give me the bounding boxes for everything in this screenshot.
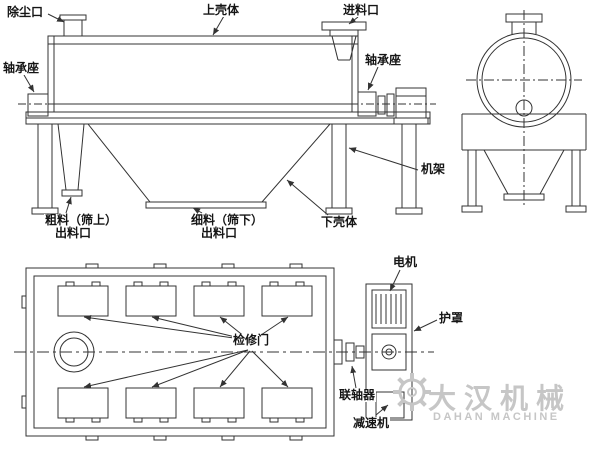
label-lower-shell: 下壳体 xyxy=(320,215,359,229)
label-fine-outlet-line1: 细料（筛下） xyxy=(191,213,264,227)
label-fine-outlet-line2: 出料口 xyxy=(201,226,238,240)
discharge-hoppers xyxy=(57,123,331,209)
drive-unit xyxy=(377,87,429,125)
top-view xyxy=(14,263,434,441)
label-guard: 护罩 xyxy=(438,311,465,325)
label-frame: 机架 xyxy=(420,162,447,176)
gear-icon xyxy=(393,373,431,411)
feed-inlet-shape xyxy=(321,21,367,61)
label-inspection-door: 检修门 xyxy=(232,333,271,347)
bearing-seats xyxy=(18,91,436,117)
label-feed-inlet: 进料口 xyxy=(342,3,381,17)
label-upper-shell: 上壳体 xyxy=(202,3,241,17)
label-dust-port: 除尘口 xyxy=(6,5,45,19)
drum-circle xyxy=(476,32,572,128)
end-feed-inlet xyxy=(505,13,543,34)
label-reducer: 减速机 xyxy=(352,416,391,430)
dust-port-shape xyxy=(59,14,87,37)
inspection-doors xyxy=(57,281,313,423)
watermark-brand-cn: 大汉机械 xyxy=(428,383,573,414)
end-housing xyxy=(461,113,587,213)
label-coarse-outlet: 粗料（筛上） 出料口 xyxy=(44,213,119,240)
label-bearing-seat-left: 轴承座 xyxy=(2,61,41,75)
watermark-brand-en: DAHAN MACHINE xyxy=(433,411,560,423)
label-coarse-outlet-line1: 粗料（筛上） xyxy=(45,213,118,227)
label-motor: 电机 xyxy=(392,255,419,269)
end-view xyxy=(461,10,587,213)
label-bearing-seat-right: 轴承座 xyxy=(364,53,403,67)
plan-body xyxy=(14,263,434,441)
leader-lines xyxy=(23,13,438,416)
label-coarse-outlet-line2: 出料口 xyxy=(55,226,92,240)
label-coupling: 联轴器 xyxy=(338,388,377,402)
side-view xyxy=(18,14,436,215)
shell-body xyxy=(47,35,359,113)
label-fine-outlet: 细料（筛下） 出料口 xyxy=(190,213,265,240)
frame-base xyxy=(25,111,431,215)
